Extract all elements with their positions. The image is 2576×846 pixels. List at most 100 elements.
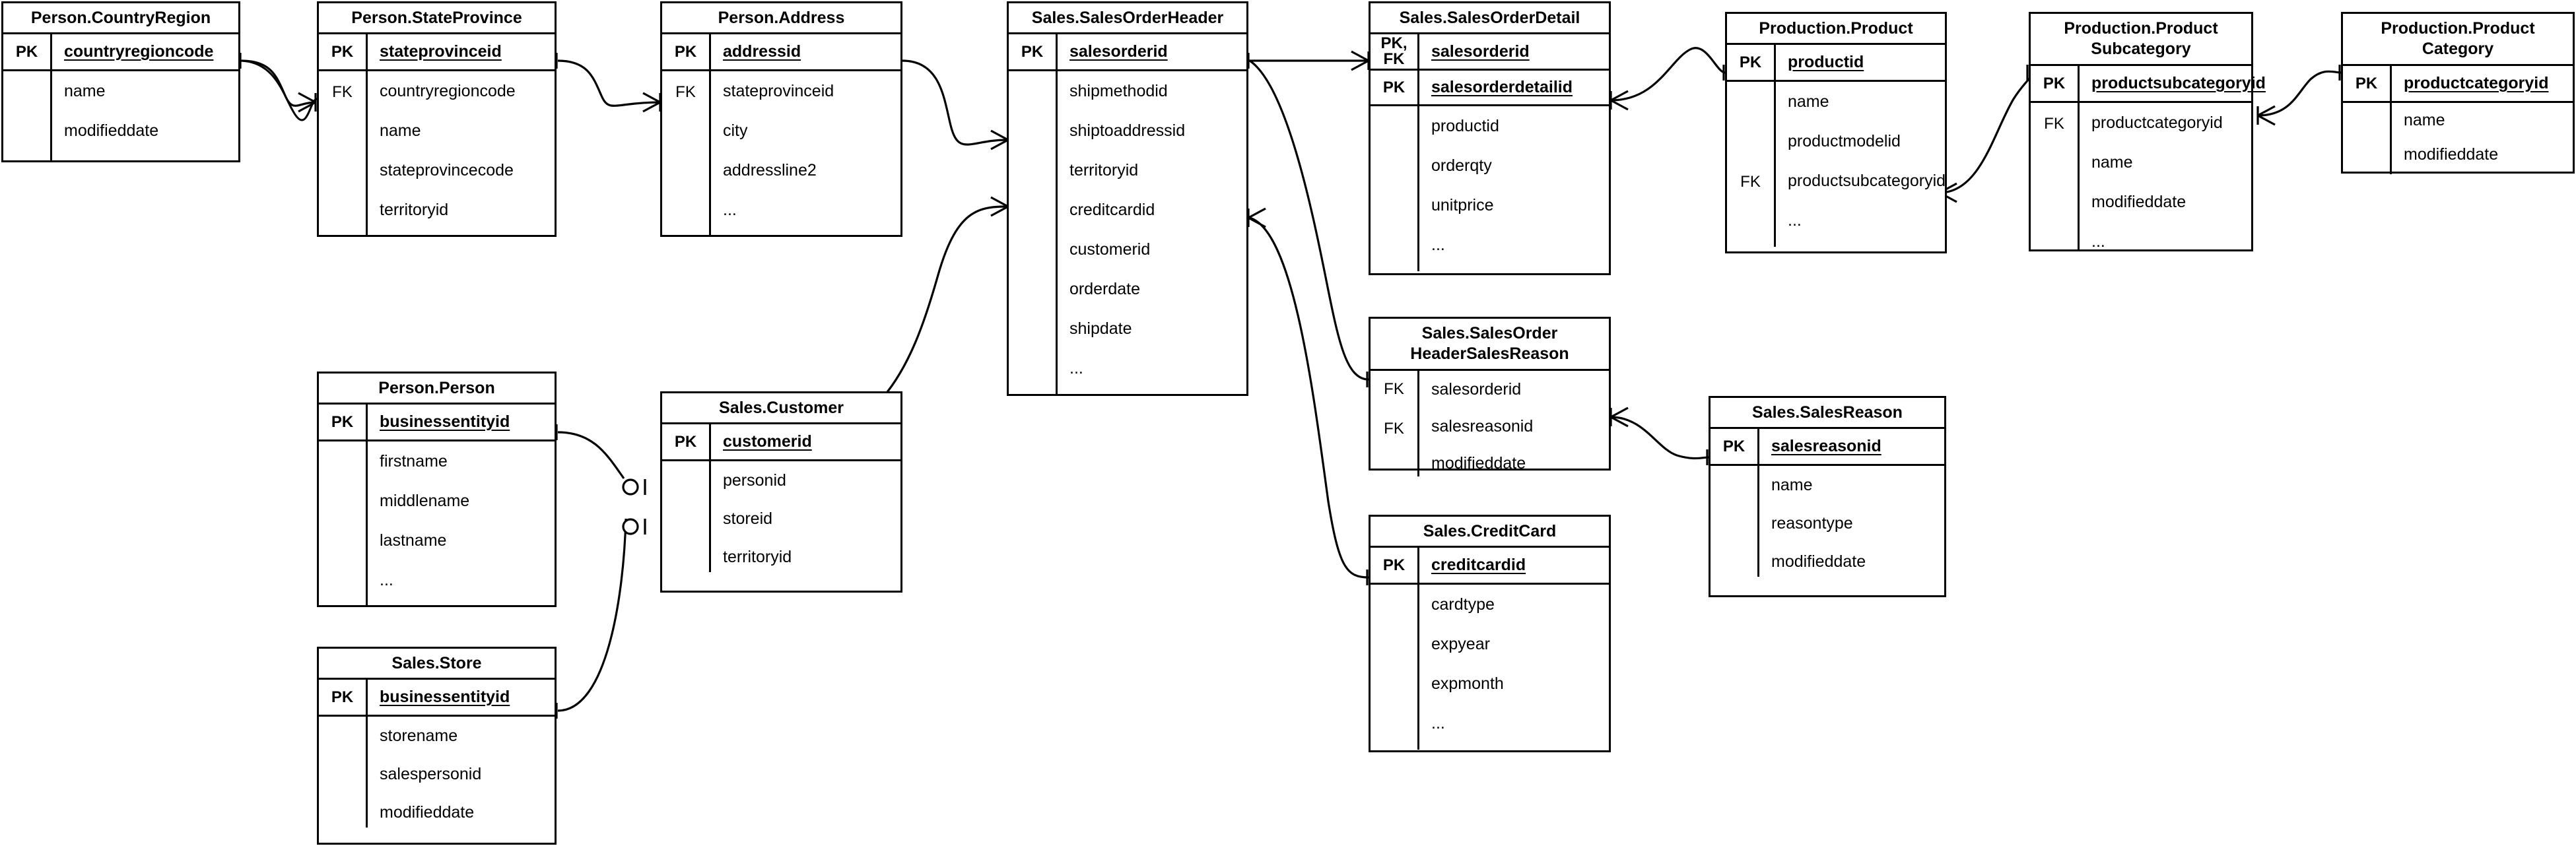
field-list: salesorderid salesreasonid modifieddate bbox=[1419, 371, 1609, 476]
fk-tag: FK bbox=[1384, 420, 1404, 438]
field-tag-column bbox=[662, 461, 711, 572]
field-list: firstname middlename lastname ... bbox=[368, 441, 555, 606]
field: orderdate bbox=[1069, 279, 1141, 298]
key-name: productcategoryid bbox=[2404, 74, 2549, 92]
fk-tag: FK bbox=[1384, 380, 1404, 398]
key-row: PK creditcardid bbox=[1371, 548, 1609, 585]
entity-sales-customer[interactable]: Sales.Customer PK customerid personid st… bbox=[660, 391, 902, 593]
key-row: PK businessentityid bbox=[319, 405, 555, 441]
key-tag: PK bbox=[2343, 66, 2392, 101]
field: territoryid bbox=[1069, 160, 1139, 179]
field: expyear bbox=[1431, 634, 1490, 653]
entity-sales-store[interactable]: Sales.Store PK businessentityid storenam… bbox=[317, 647, 557, 845]
entity-person-address[interactable]: Person.Address PK addressid FK stateprov… bbox=[660, 1, 902, 237]
entity-title: Person.Address bbox=[662, 3, 900, 34]
entity-person-countryregion[interactable]: Person.CountryRegion PK countryregioncod… bbox=[1, 1, 240, 162]
edge-13 bbox=[557, 518, 627, 712]
fk-tag: FK bbox=[1740, 173, 1761, 191]
entity-sales-salesreason[interactable]: Sales.SalesReason PK salesreasonid name … bbox=[1709, 396, 1946, 597]
key-name: salesorderdetailid bbox=[1431, 78, 1573, 96]
entity-person-stateprovince[interactable]: Person.StateProvince PK stateprovinceid … bbox=[317, 1, 557, 237]
entity-person-person[interactable]: Person.Person PK businessentityid firstn… bbox=[317, 372, 557, 607]
entity-sales-creditcard[interactable]: Sales.CreditCard PK creditcardid cardtyp… bbox=[1369, 515, 1611, 752]
key-row: PK productsubcategoryid bbox=[2031, 66, 2266, 103]
fk-tag: FK bbox=[332, 83, 353, 101]
entity-title: Sales.SalesReason bbox=[1711, 398, 1944, 429]
field-section: storename salespersonid modifieddate bbox=[319, 717, 555, 828]
entity-title: Sales.SalesOrderHeader bbox=[1009, 3, 1246, 34]
field-list: storename salespersonid modifieddate bbox=[368, 717, 555, 828]
entity-title: Sales.Store bbox=[319, 649, 555, 680]
key-name: addressid bbox=[723, 42, 801, 61]
entity-sales-salesorderheader[interactable]: Sales.SalesOrderHeader PK salesorderid s… bbox=[1007, 1, 1248, 396]
key-name: productsubcategoryid bbox=[2091, 74, 2266, 92]
field-tag-column: FK bbox=[2031, 103, 2080, 249]
key-row: PK businessentityid bbox=[319, 680, 555, 717]
entity-title: Person.CountryRegion bbox=[3, 3, 238, 34]
fk-tag: FK bbox=[2044, 115, 2064, 133]
field: name bbox=[1788, 92, 1829, 111]
symbol-many bbox=[298, 50, 2276, 428]
field: shipdate bbox=[1069, 319, 1132, 338]
field: productmodelid bbox=[1788, 131, 1901, 150]
field: modifieddate bbox=[1771, 552, 1866, 571]
field: stateprovincecode bbox=[380, 160, 514, 179]
field-section: shipmethodid shiptoaddressid territoryid… bbox=[1009, 71, 1246, 395]
field-tag-column bbox=[1371, 585, 1419, 750]
key-tag: PK bbox=[2031, 66, 2080, 101]
key-tag: PK bbox=[1711, 429, 1759, 464]
field: territoryid bbox=[723, 547, 792, 566]
field: unitprice bbox=[1431, 195, 1494, 214]
field: modifieddate bbox=[380, 802, 475, 822]
edge-9 bbox=[1939, 71, 2035, 194]
edge-2 bbox=[557, 59, 661, 107]
field: stateprovinceid bbox=[723, 81, 834, 100]
field: modifieddate bbox=[1431, 453, 1526, 472]
field: name bbox=[1771, 475, 1813, 494]
field: expmonth bbox=[1431, 674, 1504, 693]
field: salesreasonid bbox=[1431, 416, 1534, 436]
key-tag: PK bbox=[319, 405, 368, 439]
field-tag-column: FK bbox=[662, 71, 711, 236]
key-name: customerid bbox=[723, 432, 812, 451]
field-section: name modifieddate bbox=[2343, 103, 2573, 174]
field-section: productid orderqty unitprice ... bbox=[1371, 106, 1609, 271]
field: middlename bbox=[380, 491, 470, 510]
field-list: productcategoryid name modifieddate ... bbox=[2080, 103, 2251, 251]
entity-title: Sales.SalesOrderDetail bbox=[1371, 3, 1609, 34]
field-list: countryregioncode name stateprovincecode… bbox=[368, 71, 555, 236]
key-tag: PK bbox=[662, 424, 711, 459]
field: ... bbox=[2091, 232, 2105, 251]
key-name: salesorderid bbox=[1431, 42, 1530, 61]
field: reasontype bbox=[1771, 513, 1853, 533]
field: customerid bbox=[1069, 240, 1151, 259]
key-row: PK stateprovinceid bbox=[319, 34, 555, 71]
key-name: productid bbox=[1788, 53, 1864, 71]
key-tag: PK bbox=[1009, 34, 1058, 69]
field: modifieddate bbox=[2091, 192, 2186, 211]
entity-title: Production.Product Subcategory bbox=[2031, 14, 2251, 66]
entity-title: Sales.CreditCard bbox=[1371, 517, 1609, 548]
fk-tag: FK bbox=[675, 83, 696, 101]
field: shiptoaddressid bbox=[1069, 121, 1186, 140]
edge-10 bbox=[2257, 70, 2342, 117]
field: productcategoryid bbox=[2091, 113, 2223, 132]
field: ... bbox=[1431, 235, 1445, 254]
entity-sales-salesorderdetail[interactable]: Sales.SalesOrderDetail PK, FK salesorder… bbox=[1369, 1, 1611, 275]
edge-1 bbox=[241, 59, 316, 107]
entity-production-productsubcategory[interactable]: Production.Product Subcategory PK produc… bbox=[2029, 12, 2266, 251]
entity-title: Production.Product Category bbox=[2343, 14, 2573, 66]
field-list: cardtype expyear expmonth ... bbox=[1419, 585, 1609, 750]
entity-sales-salesorderheadersalesreason[interactable]: Sales.SalesOrder HeaderSalesReason FK FK… bbox=[1369, 317, 1611, 476]
edge-7 bbox=[1249, 216, 1369, 579]
field: name bbox=[380, 121, 421, 140]
field-tag-column bbox=[319, 441, 368, 606]
entity-production-product[interactable]: Production.Product PK productid FK name … bbox=[1725, 12, 1947, 253]
key-row: PK productcategoryid bbox=[2343, 66, 2573, 103]
field-list: name modifieddate bbox=[2392, 103, 2573, 174]
field: productsubcategoryid bbox=[1788, 171, 1946, 190]
entity-title: Sales.SalesOrder HeaderSalesReason bbox=[1371, 319, 1609, 371]
field-section: cardtype expyear expmonth ... bbox=[1371, 585, 1609, 750]
field: name bbox=[64, 81, 106, 100]
entity-production-productcategory[interactable]: Production.Product Category PK productca… bbox=[2341, 12, 2575, 174]
